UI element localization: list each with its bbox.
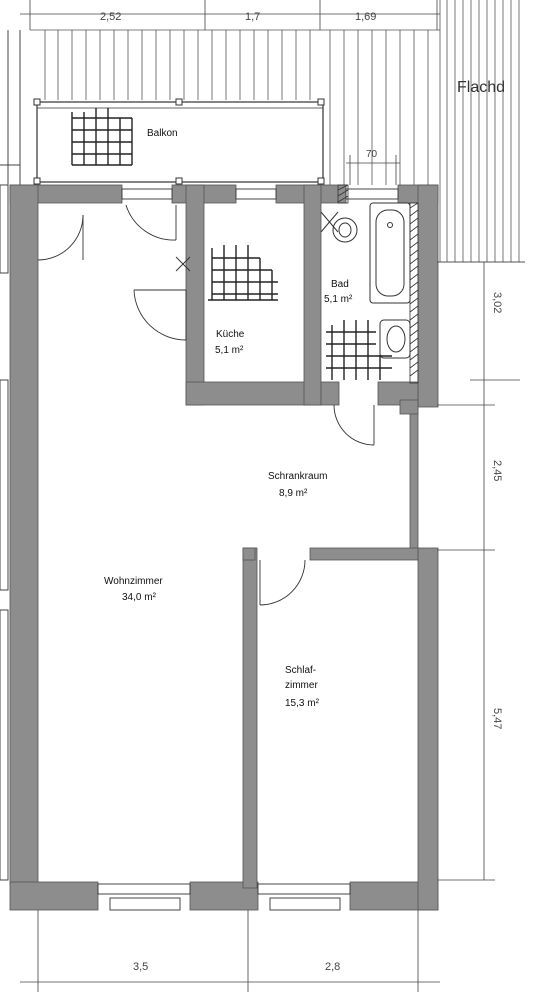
bath-tiles (326, 320, 392, 380)
room-name-bad: Bad (331, 279, 349, 290)
bathtub (369, 202, 411, 304)
ceiling-light-mark (175, 256, 191, 272)
bad-door-dimension (346, 155, 400, 185)
room-name-kueche: Küche (216, 329, 245, 340)
room-area-schlafzimmer: 15,3 m² (285, 698, 320, 709)
dimension-bottom-1: 3,5 (133, 961, 148, 973)
dimension-top-2: 1,7 (245, 11, 260, 23)
room-name-schlafzimmer-line1: Schlaf- (285, 665, 316, 676)
top-dimension-line (20, 0, 440, 30)
room-area-kueche: 5,1 m² (215, 345, 244, 356)
room-name-schlafzimmer-line2: zimmer (285, 680, 318, 691)
balcony-tiles (71, 108, 133, 166)
kitchen-tiles (208, 245, 278, 301)
left-neighbor-structure (0, 30, 21, 881)
toilet (320, 211, 358, 243)
washbasin (379, 319, 411, 359)
dimension-top-3: 1,69 (355, 11, 376, 23)
dimension-right-3: 5,47 (491, 708, 503, 729)
bad-hatch (337, 184, 349, 204)
room-area-wohnzimmer: 34,0 m² (122, 592, 157, 603)
dimension-right-1: 3,02 (491, 292, 503, 313)
bottom-dimension-line (20, 910, 440, 992)
windows (97, 188, 399, 911)
room-name-balkon: Balkon (147, 128, 178, 139)
doors (37, 204, 375, 606)
room-name-wohnzimmer: Wohnzimmer (104, 576, 163, 587)
room-area-bad: 5,1 m² (324, 294, 353, 305)
dimension-right-2: 2,45 (491, 460, 503, 481)
room-name-schrankraum: Schrankraum (268, 471, 327, 482)
dimension-bad-door: 70 (366, 149, 378, 160)
bath-wall-hatch (409, 202, 419, 384)
flat-roof-label: Flachd (457, 79, 505, 96)
right-dimension-line (437, 261, 525, 881)
walls (9, 184, 439, 911)
room-area-schrankraum: 8,9 m² (279, 488, 308, 499)
balcony (33, 98, 325, 185)
dimension-top-1: 2,52 (100, 11, 121, 23)
flat-roof-hatching (30, 0, 525, 263)
dimension-bottom-2: 2,8 (325, 961, 340, 973)
